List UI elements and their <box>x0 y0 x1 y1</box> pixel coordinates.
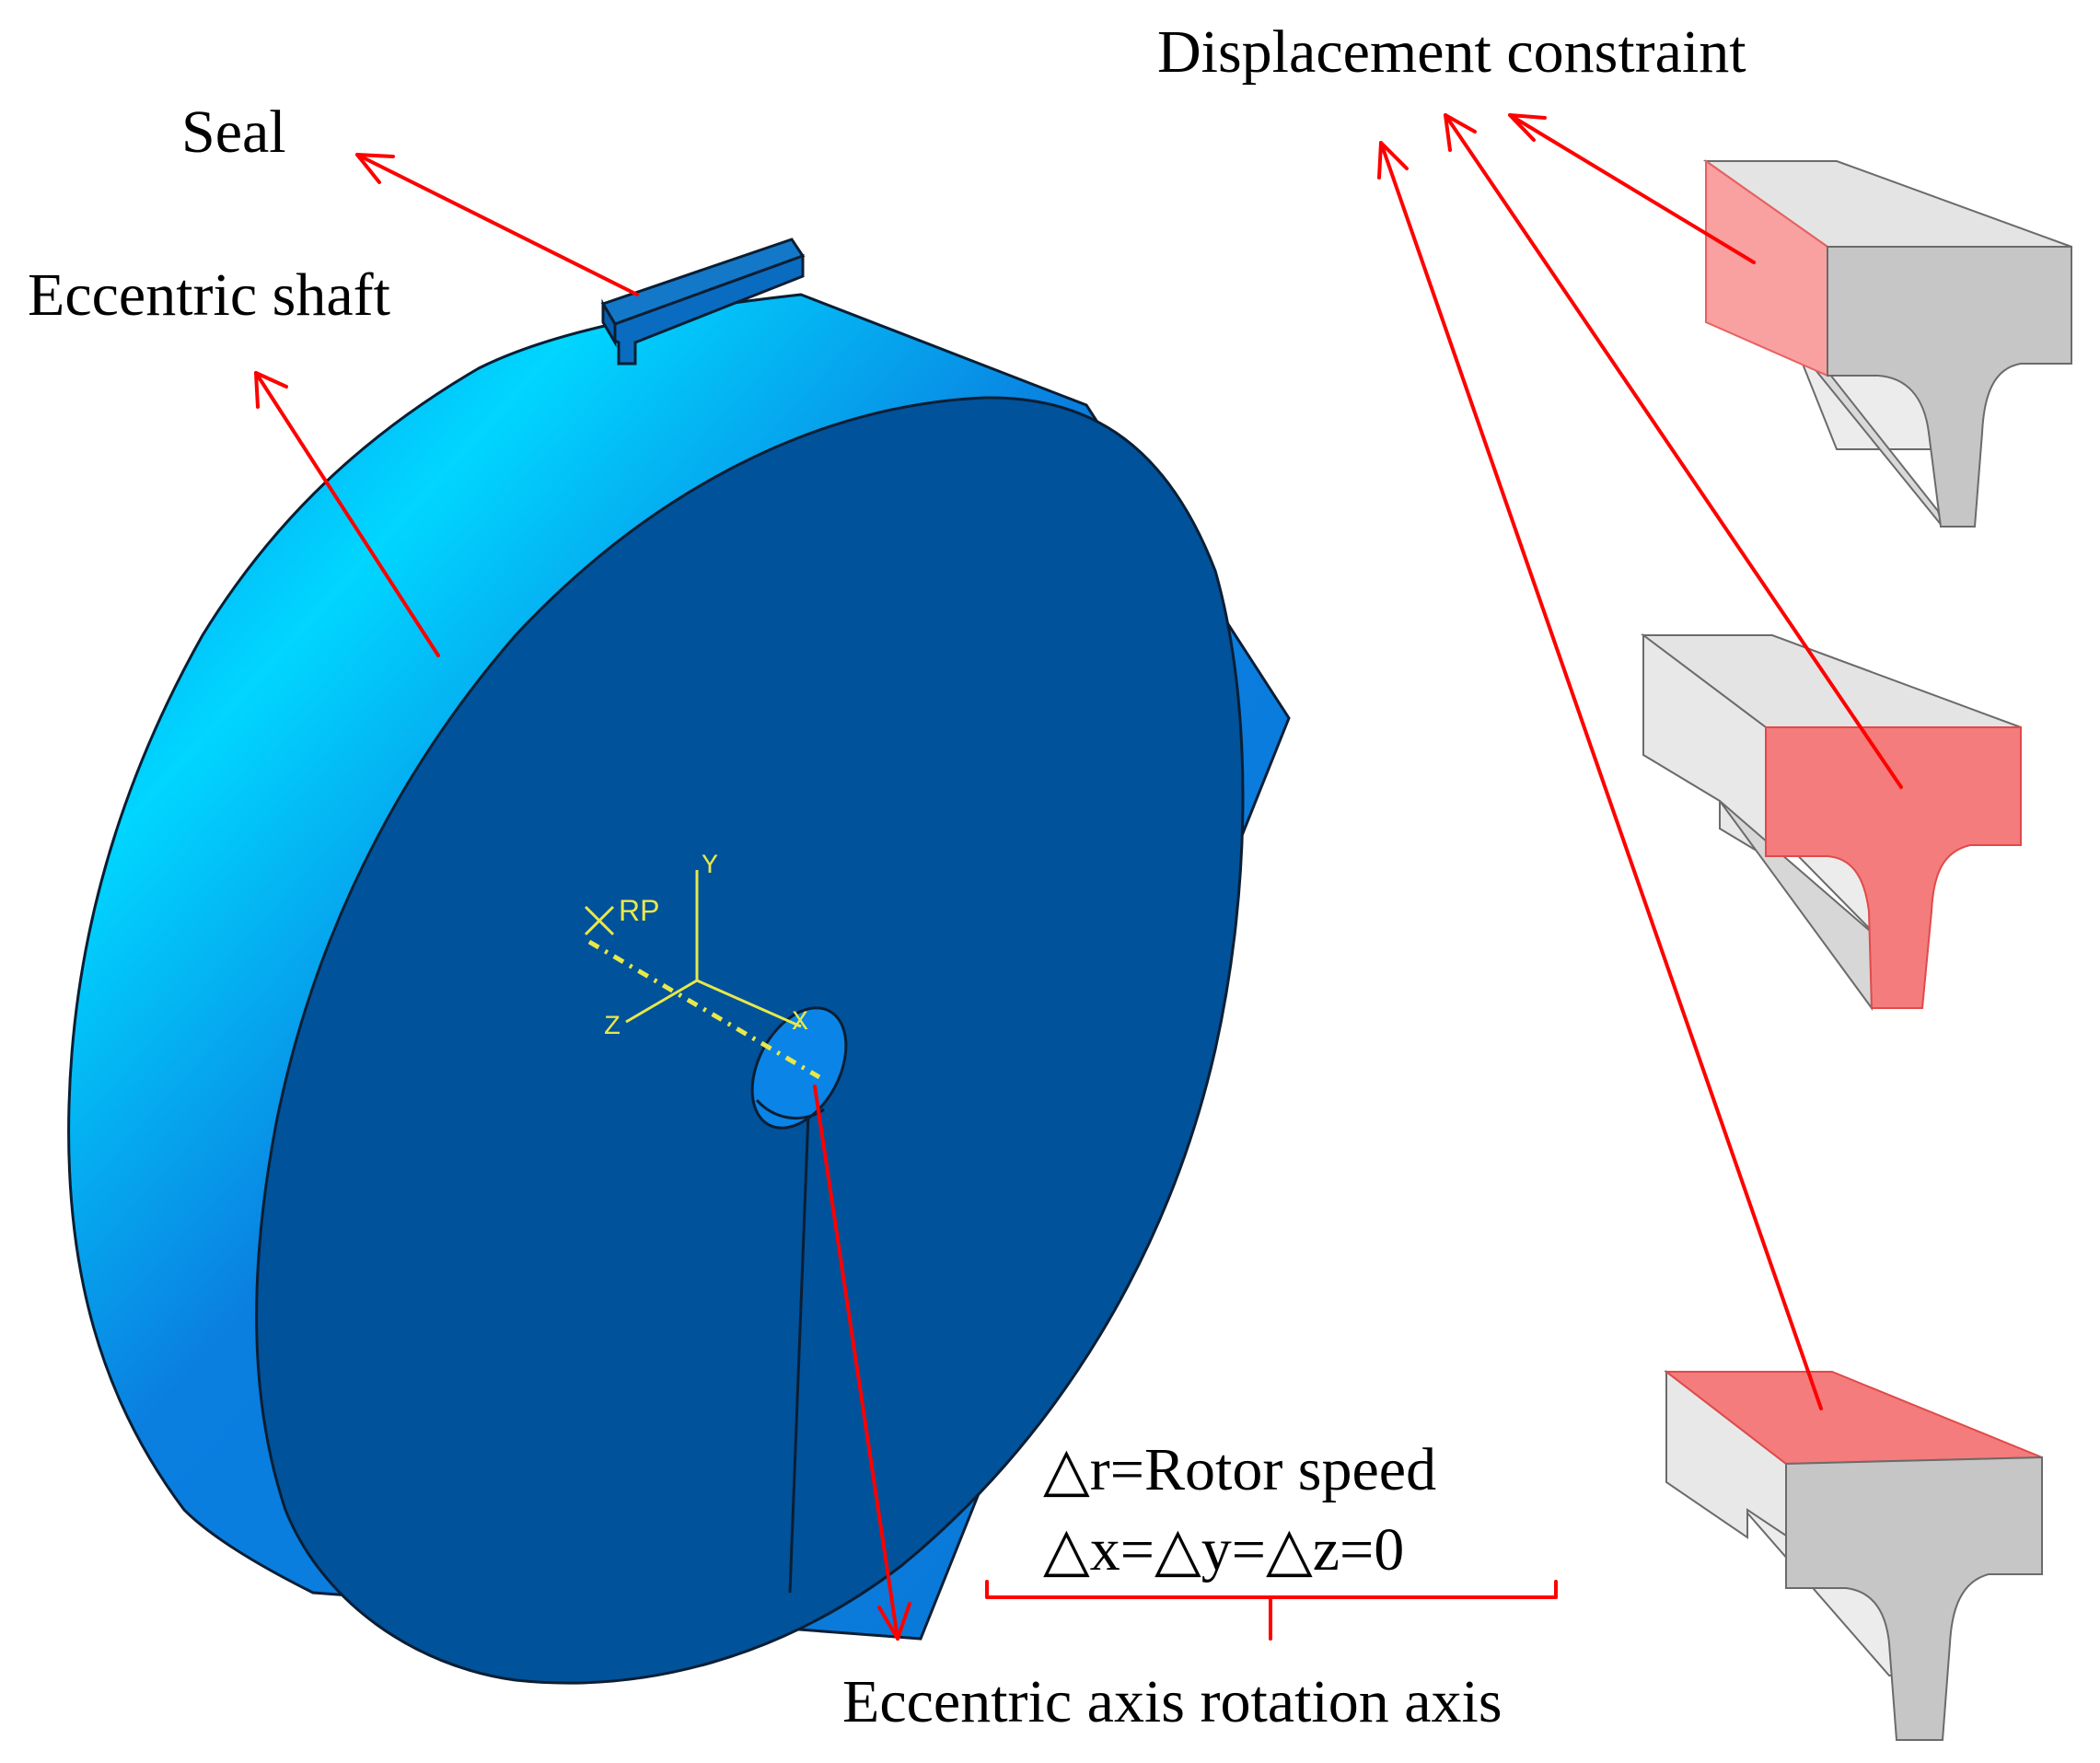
seal-arrow <box>355 153 639 296</box>
seal-profile-top <box>1702 159 2072 528</box>
annotation-arrows <box>254 113 1903 1641</box>
z-axis-line <box>625 979 698 1024</box>
shaft-slot-line <box>788 1113 810 1594</box>
zero-displacement-equation: △x=△y=△z=0 <box>1043 1516 1404 1583</box>
x-axis-label: X <box>792 1007 808 1038</box>
constraint-arrow-bottom <box>1377 141 1823 1410</box>
eccentric-shaft <box>67 293 1291 1685</box>
x-axis-line <box>696 979 802 1028</box>
eccentric-shaft-arrow <box>254 371 440 657</box>
rotation-axis-arrow <box>813 1084 911 1641</box>
shaft-hole <box>750 1006 848 1130</box>
rp-marker-icon <box>584 905 615 936</box>
constraint-arrow-top <box>1508 113 1756 264</box>
equations-brace <box>985 1580 1558 1641</box>
z-axis-label: Z <box>604 1012 621 1043</box>
coordinate-system: RP Y X Z <box>584 851 821 1080</box>
seal-profile-bottom <box>1664 1369 2043 1741</box>
displacement-constraint-label: Displacement constraint <box>1157 18 1746 86</box>
rp-label: RP <box>619 894 659 927</box>
seal-on-shaft <box>600 238 806 365</box>
y-axis-label: Y <box>702 851 718 882</box>
rotor-speed-equation: △r=Rotor speed <box>1043 1436 1436 1503</box>
seal-profile-middle <box>1641 632 2022 1012</box>
rotation-axis-dashed <box>587 939 821 1080</box>
seal-label: Seal <box>181 99 286 166</box>
rotation-axis-label: Eccentric axis rotation axis <box>842 1668 1502 1735</box>
constraint-arrow-middle <box>1444 113 1903 789</box>
shaft-front-face <box>255 396 1245 1685</box>
eccentric-shaft-label: Eccentric shaft <box>28 261 390 329</box>
